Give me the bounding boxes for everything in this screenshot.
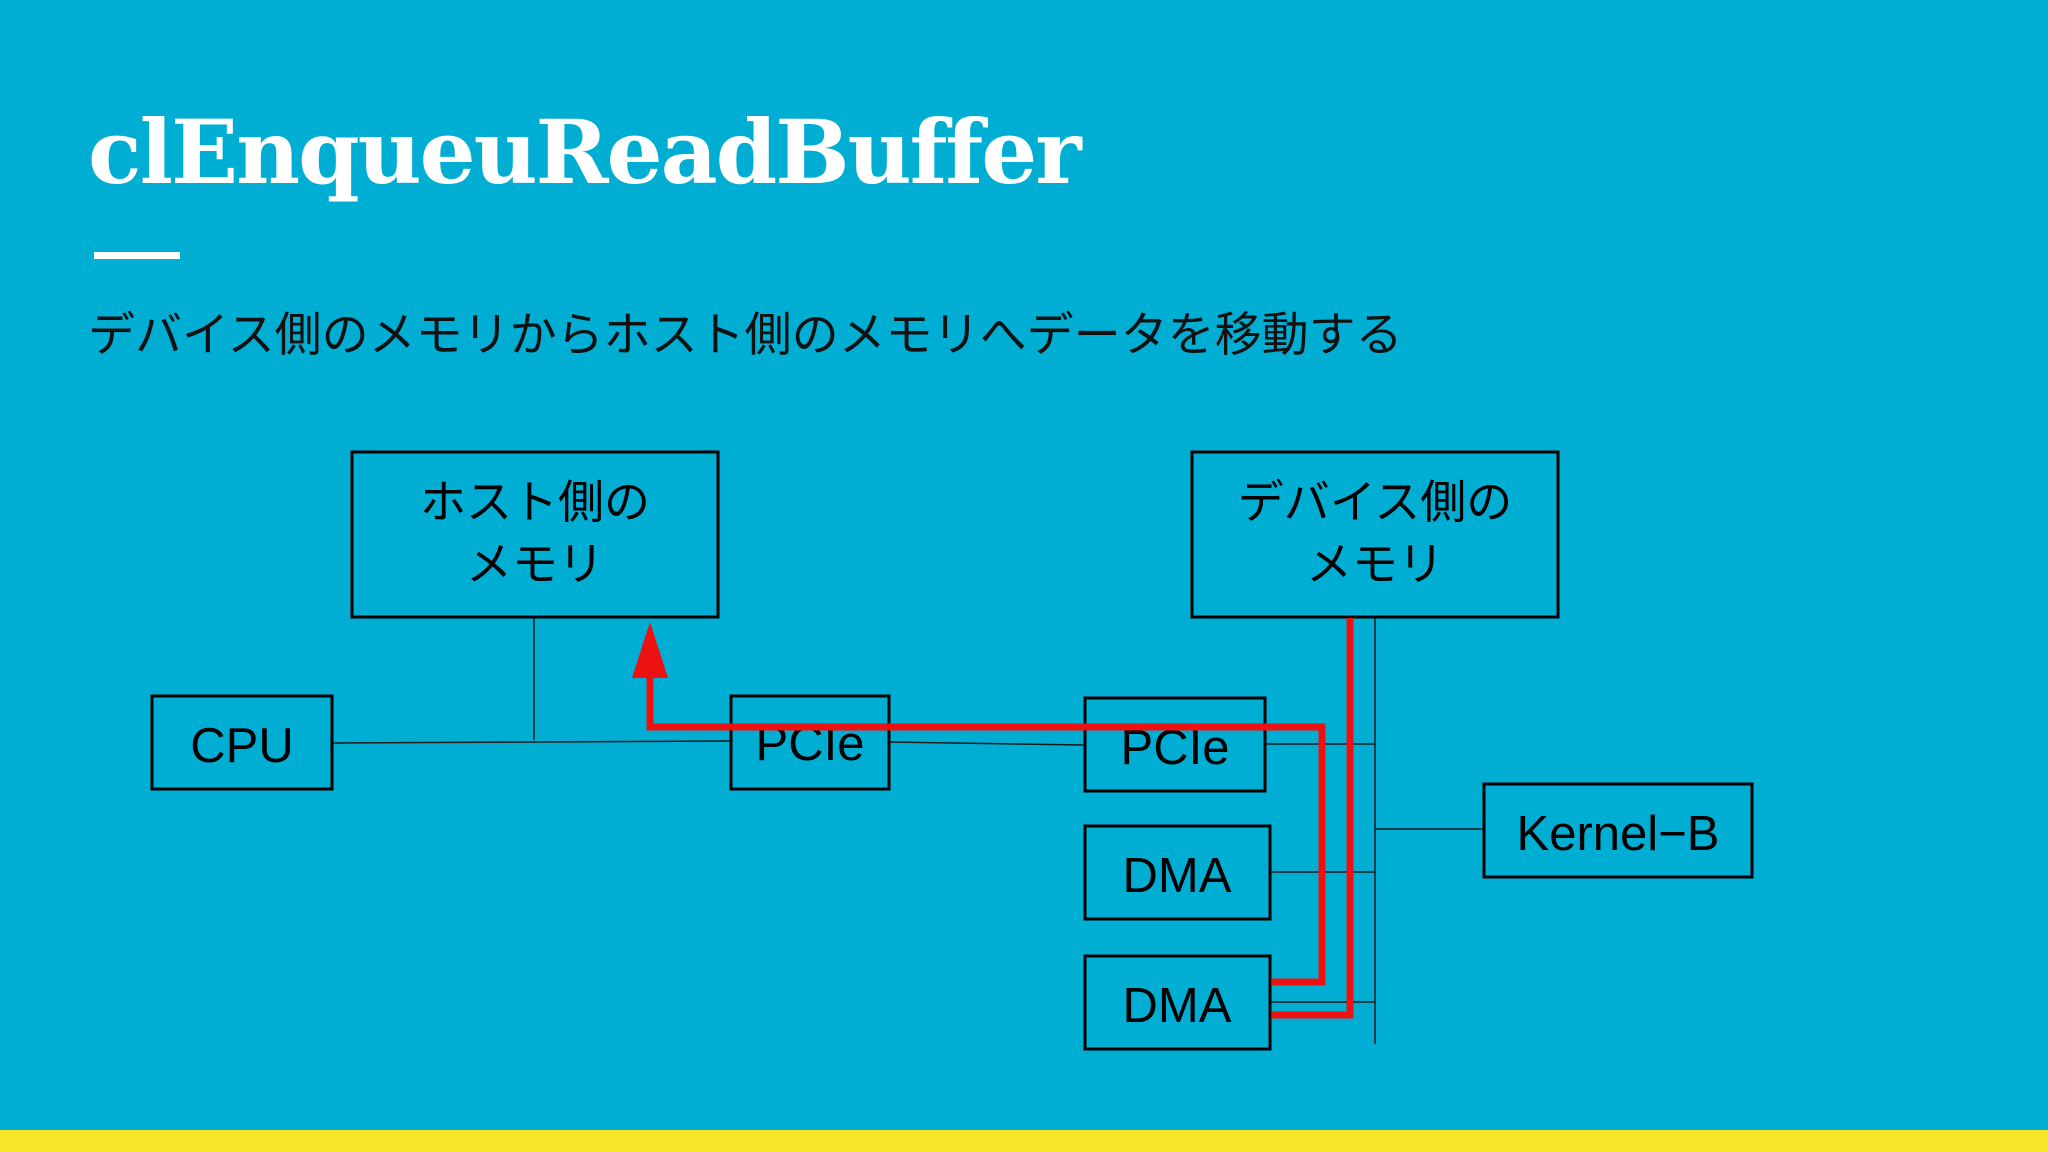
- host-memory-box: [350, 450, 720, 619]
- host-pcie-box: [729, 694, 891, 791]
- cpu-host-pcie-wire: [331, 740, 731, 744]
- host-memory-label-line2: メモリ: [466, 537, 604, 591]
- kernel-box: [1482, 782, 1754, 879]
- pcie-link-wire: [888, 741, 1085, 746]
- dma-2-label: DMA: [1123, 979, 1232, 1033]
- dma-1-label: DMA: [1123, 849, 1232, 903]
- title-underline: [94, 252, 180, 259]
- host-memory-label-line1: ホスト側の: [420, 475, 650, 529]
- device-memory-box: [1190, 450, 1560, 619]
- cpu-label: CPU: [190, 719, 293, 773]
- device-memory-label-line2: メモリ: [1306, 537, 1444, 591]
- device-to-dma-path: [1272, 618, 1354, 1019]
- data-transfer-path: [632, 618, 1354, 1019]
- slide-subtitle: デバイス側のメモリからホスト側のメモリへデータを移動する: [88, 308, 1403, 363]
- kernel-label: Kernel−B: [1517, 807, 1720, 861]
- dma-2-box: [1083, 954, 1272, 1051]
- arrow-head-icon: [632, 622, 668, 678]
- dma-1-box: [1083, 824, 1272, 921]
- footer-bar: [0, 1130, 2048, 1152]
- slide-title: clEnqueuReadBuffer: [88, 100, 1082, 204]
- dma-to-host-path: [646, 672, 1326, 986]
- device-memory-label-line1: デバイス側の: [1238, 475, 1513, 529]
- device-pcie-box: [1083, 696, 1267, 793]
- cpu-box: [150, 694, 334, 791]
- bus-wires: [331, 618, 1484, 1044]
